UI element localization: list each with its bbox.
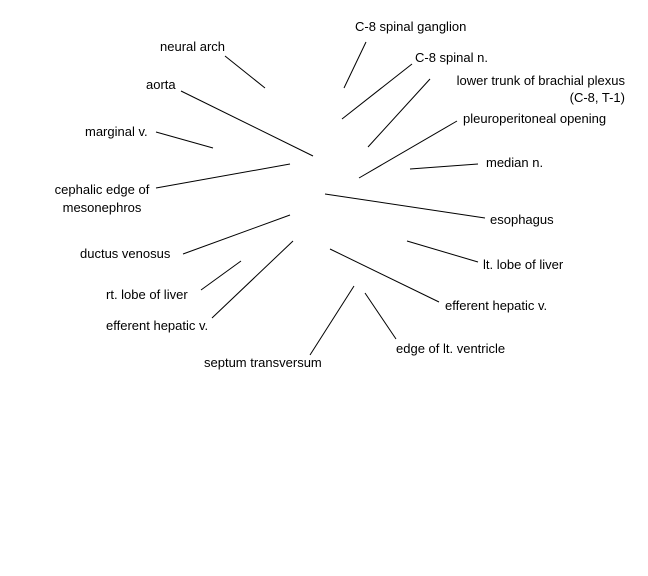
label-line: (C-8, T-1) (570, 90, 625, 105)
label-line: aorta (146, 77, 176, 92)
label-efferent-hepatic-v-left: efferent hepatic v. (106, 318, 208, 333)
label-edge-of-lt-ventricle: edge of lt. ventricle (396, 341, 505, 356)
leader-line-aorta (180, 90, 314, 157)
leader-line-lt-lobe-of-liver (406, 240, 479, 263)
label-line: septum transversum (204, 355, 322, 370)
label-pleuroperitoneal-opening: pleuroperitoneal opening (463, 111, 606, 126)
label-septum-transversum: septum transversum (204, 355, 322, 370)
leader-line-neural-arch (224, 55, 266, 89)
label-median-n: median n. (486, 155, 543, 170)
leader-line-esophagus (324, 193, 486, 219)
leader-line-c8-spinal-n (341, 63, 413, 120)
label-line: esophagus (490, 212, 554, 227)
leader-line-rt-lobe-of-liver (200, 260, 242, 291)
leader-line-lower-trunk-brachial-plexus (367, 78, 431, 148)
label-line: pleuroperitoneal opening (463, 111, 606, 126)
label-marginal-v: marginal v. (85, 124, 148, 139)
leader-line-c8-spinal-ganglion (343, 41, 367, 89)
label-line: efferent hepatic v. (106, 318, 208, 333)
label-neural-arch: neural arch (160, 39, 225, 54)
label-line: median n. (486, 155, 543, 170)
leader-line-marginal-v (155, 131, 214, 149)
label-cephalic-edge-mesonephros: cephalic edge of mesonephros (55, 182, 150, 215)
leader-lines (155, 41, 486, 356)
label-line: C-8 spinal n. (415, 50, 488, 65)
leader-line-ductus-venosus (182, 214, 291, 255)
label-ductus-venosus: ductus venosus (80, 246, 171, 261)
label-line: cephalic edge of (55, 182, 150, 197)
label-line: marginal v. (85, 124, 148, 139)
leader-line-edge-of-lt-ventricle (364, 292, 397, 340)
label-line: C-8 spinal ganglion (355, 19, 466, 34)
label-line: mesonephros (63, 200, 142, 215)
label-esophagus: esophagus (490, 212, 554, 227)
label-c8-spinal-n: C-8 spinal n. (415, 50, 488, 65)
label-lt-lobe-of-liver: lt. lobe of liver (483, 257, 564, 272)
label-aorta: aorta (146, 77, 176, 92)
label-rt-lobe-of-liver: rt. lobe of liver (106, 287, 188, 302)
label-c8-spinal-ganglion: C-8 spinal ganglion (355, 19, 466, 34)
label-line: efferent hepatic v. (445, 298, 547, 313)
label-lower-trunk-brachial-plexus: lower trunk of brachial plexus (C-8, T-1) (457, 73, 626, 105)
leader-line-cephalic-edge-mesonephros (155, 163, 291, 189)
label-line: lt. lobe of liver (483, 257, 564, 272)
label-line: neural arch (160, 39, 225, 54)
label-line: edge of lt. ventricle (396, 341, 505, 356)
label-line: rt. lobe of liver (106, 287, 188, 302)
label-efferent-hepatic-v-right: efferent hepatic v. (445, 298, 547, 313)
label-line: lower trunk of brachial plexus (457, 73, 626, 88)
label-line: ductus venosus (80, 246, 171, 261)
leader-line-median-n (409, 163, 479, 170)
leader-line-efferent-hepatic-v-right (329, 248, 440, 303)
leader-line-pleuroperitoneal-opening (358, 120, 458, 179)
leader-line-efferent-hepatic-v-left (211, 240, 294, 319)
leader-line-septum-transversum (309, 285, 355, 356)
